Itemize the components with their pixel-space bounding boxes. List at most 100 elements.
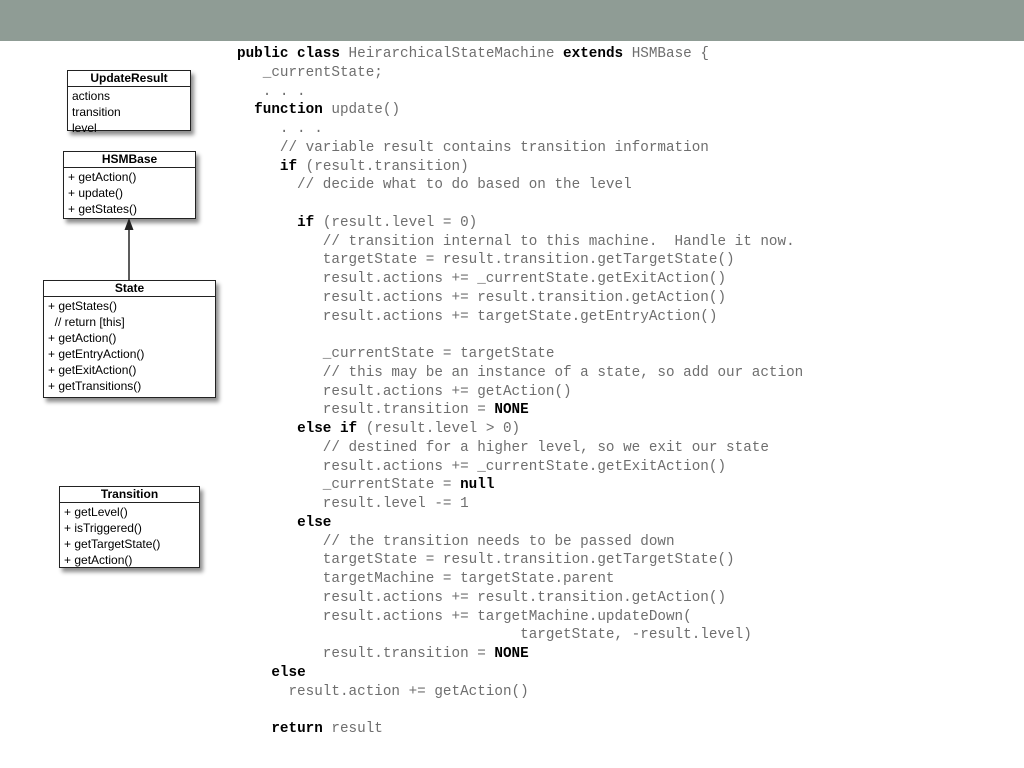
code-text: targetState = result.transition.getTarge…	[237, 252, 735, 269]
code-line: if (result.transition)	[237, 158, 803, 177]
code-keyword: else	[297, 514, 332, 531]
code-line: _currentState = null	[237, 476, 803, 495]
code-text	[237, 721, 271, 737]
code-line: if (result.level = 0)	[237, 214, 803, 233]
code-text: // decide what to do based on the level	[237, 177, 632, 194]
code-line: result.actions += result.transition.getA…	[237, 289, 803, 308]
code-keyword: if	[279, 158, 298, 175]
code-text: . . .	[237, 83, 306, 100]
code-line: result.actions += _currentState.getExitA…	[237, 458, 803, 477]
code-line: result.actions += getAction()	[237, 383, 803, 402]
code-keyword: if	[297, 214, 315, 231]
code-line: result.actions += result.transition.getA…	[237, 589, 803, 608]
code-keyword: NONE	[494, 646, 529, 662]
uml-method-list: + getAction() + update() + getStates()	[64, 168, 195, 219]
code-text: result.transition =	[237, 402, 495, 419]
code-line: targetState = result.transition.getTarge…	[237, 251, 803, 270]
uml-method: + getStates()	[68, 202, 138, 216]
code-text	[237, 421, 297, 437]
code-text: result.actions += result.transition.getA…	[237, 289, 727, 306]
code-line: // transition internal to this machine. …	[237, 233, 803, 252]
code-text: HeirarchicalStateMachine	[339, 46, 564, 62]
code-line: result.actions += targetState.getEntryAc…	[237, 308, 803, 327]
code-keyword: public class	[237, 46, 340, 62]
code-line: result.transition = NONE	[237, 401, 803, 420]
code-line	[237, 195, 803, 214]
code-line: else if (result.level > 0)	[237, 420, 803, 439]
code-line: . . .	[237, 83, 803, 102]
code-text: result.level -= 1	[237, 496, 469, 512]
uml-method: + getTargetState()	[64, 537, 161, 551]
code-line: // variable result contains transition i…	[237, 139, 803, 158]
uml-class-state: State + getStates() // return [this] + g…	[43, 280, 216, 398]
uml-class-hsmbase: HSMBase + getAction() + update() + getSt…	[63, 151, 196, 219]
uml-class-title: UpdateResult	[68, 71, 190, 87]
uml-class-transition: Transition + getLevel() + isTriggered() …	[59, 486, 200, 568]
code-keyword: else	[271, 664, 306, 681]
code-text: // variable result contains transition i…	[237, 139, 709, 156]
code-line: result.action += getAction()	[237, 683, 803, 702]
code-line: public class HeirarchicalStateMachine ex…	[237, 45, 803, 64]
code-text: result.transition =	[237, 646, 495, 662]
code-line: else	[237, 664, 803, 683]
uml-method: + getTransitions()	[48, 379, 142, 393]
code-keyword: function	[254, 102, 323, 119]
code-text: // destined for a higher level, so we ex…	[237, 439, 769, 456]
code-text: targetState, -result.level)	[237, 627, 752, 644]
code-line: _currentState = targetState	[237, 345, 803, 364]
uml-class-title: HSMBase	[64, 152, 195, 168]
uml-method: + getStates()	[48, 299, 118, 313]
code-line: // the transition needs to be passed dow…	[237, 533, 803, 552]
code-text: result.actions += targetState.getEntryAc…	[237, 308, 718, 325]
code-text	[237, 159, 280, 175]
code-line: return result	[237, 720, 803, 739]
code-keyword: extends	[563, 46, 624, 62]
code-keyword: return	[271, 721, 323, 737]
code-text: HSMBase {	[623, 46, 709, 62]
code-line: result.actions += targetMachine.updateDo…	[237, 608, 803, 627]
code-text: _currentState;	[237, 64, 383, 81]
code-text: result.actions += targetMachine.updateDo…	[237, 608, 692, 625]
code-keyword: null	[460, 477, 495, 494]
code-text: // transition internal to this machine. …	[237, 233, 795, 250]
uml-attribute: level	[72, 121, 97, 135]
code-text	[237, 102, 254, 118]
code-line: // decide what to do based on the level	[237, 176, 803, 195]
uml-method: + getLevel()	[64, 505, 128, 519]
code-text	[237, 515, 297, 531]
code-text: result.actions += getAction()	[237, 383, 572, 400]
uml-class-title: Transition	[60, 487, 199, 503]
code-text: result	[322, 721, 383, 737]
uml-method: + getEntryAction()	[48, 347, 145, 361]
slide-header-bar	[0, 0, 1024, 41]
uml-attribute-list: actions transition level	[68, 87, 190, 138]
code-text: result.actions += result.transition.getA…	[237, 589, 727, 606]
uml-class-title: State	[44, 281, 215, 297]
uml-method: // return [this]	[48, 315, 125, 329]
code-line: function update()	[237, 101, 803, 120]
code-text: (result.level = 0)	[314, 214, 478, 231]
uml-class-updateresult: UpdateResult actions transition level	[67, 70, 191, 135]
code-text: . . .	[237, 121, 323, 137]
code-text: (result.transition)	[297, 158, 469, 175]
pseudocode-listing: public class HeirarchicalStateMachine ex…	[237, 45, 803, 739]
uml-method-list: + getStates() // return [this] + getActi…	[44, 297, 215, 396]
uml-method: + getAction()	[64, 553, 133, 567]
code-keyword: else if	[297, 421, 358, 437]
code-text: update()	[322, 102, 401, 119]
code-line: result.level -= 1	[237, 495, 803, 514]
code-line: // destined for a higher level, so we ex…	[237, 439, 803, 458]
code-text: result.actions += _currentState.getExitA…	[237, 271, 727, 287]
code-text: result.actions += _currentState.getExitA…	[237, 458, 727, 475]
code-line: _currentState;	[237, 64, 803, 83]
uml-method: + getExitAction()	[48, 363, 137, 377]
code-text: // the transition needs to be passed dow…	[237, 533, 675, 550]
code-line: targetState = result.transition.getTarge…	[237, 551, 803, 570]
uml-method: + update()	[68, 186, 124, 200]
uml-method-list: + getLevel() + isTriggered() + getTarget…	[60, 503, 199, 570]
code-text: (result.level > 0)	[357, 421, 521, 437]
code-text: _currentState = targetState	[237, 346, 555, 362]
code-line: result.transition = NONE	[237, 645, 803, 664]
uml-method: + getAction()	[48, 331, 117, 345]
code-text: targetMachine = targetState.parent	[237, 571, 615, 587]
